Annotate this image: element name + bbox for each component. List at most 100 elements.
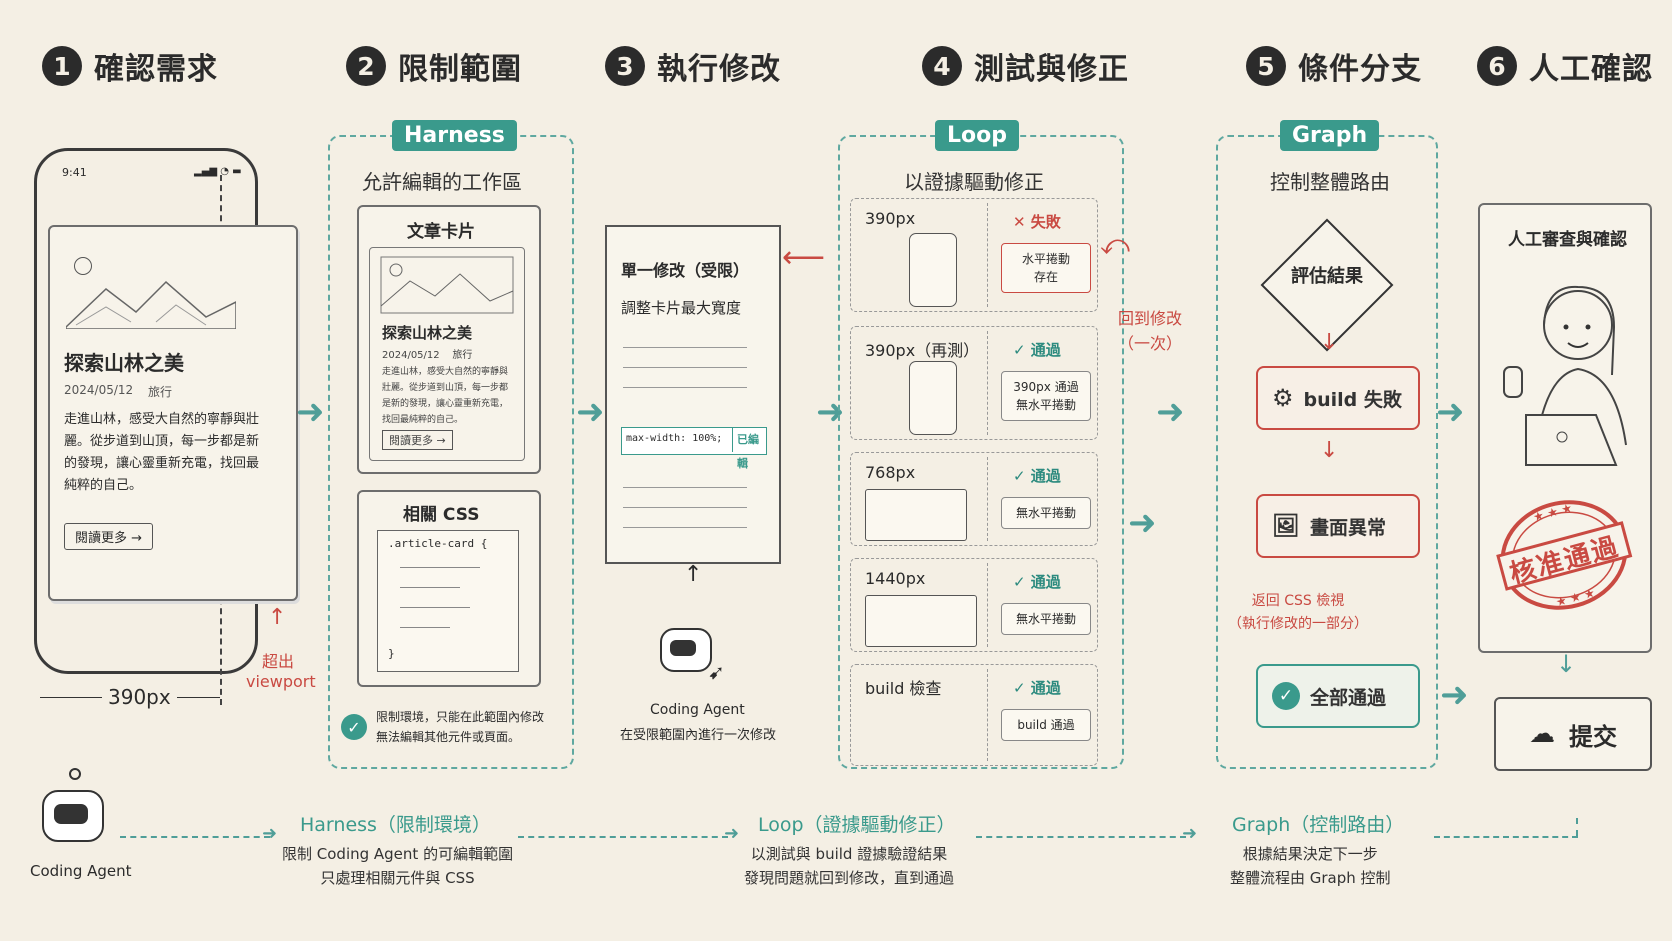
loop-row-label: 390px [865, 209, 916, 228]
loop-row: 1440px✓ 通過無水平捲動 [850, 558, 1098, 652]
loop-row: 768px✓ 通過無水平捲動 [850, 452, 1098, 546]
legend-loop-title: Loop（證據驅動修正） [758, 814, 956, 836]
down-arrow-icon: ↓ [1556, 650, 1577, 678]
legend-end-line [1576, 818, 1578, 836]
width-label: 390px [102, 685, 177, 709]
decision-label: 評估結果 [1291, 266, 1363, 287]
mini-card-meta: 2024/05/12 旅行 [382, 350, 473, 361]
loop-tag: Loop [935, 120, 1019, 151]
robot-face [54, 804, 88, 824]
flow-arrow-icon: ➜ [1440, 675, 1469, 715]
article-body: 走進山林，感受大自然的寧靜與壯麗。從步道到山頂，每一步都是新的發現，讓心靈重新充… [64, 412, 260, 493]
check-circle-icon: ✓ [1272, 682, 1300, 710]
mountain-illustration [66, 280, 236, 329]
doc-line [623, 387, 747, 388]
step-number: 4 [922, 46, 962, 86]
loop-row-label: build 檢查 [865, 679, 942, 698]
legend-arrow-icon: ➜ [724, 823, 740, 844]
loop-row-detail: 水平捲動 存在 [1001, 243, 1091, 293]
edit-document: 單一修改（受限） 調整卡片最大寬度 max-width: 100%; 已編輯 [605, 225, 781, 564]
loop-row-divider [987, 563, 988, 647]
legend-harness-title: Harness（限制環境） [300, 814, 491, 836]
robot-antenna [69, 768, 81, 780]
article-category: 旅行 [148, 385, 173, 399]
down-arrow-icon: ↓ [1320, 330, 1339, 355]
bottom-agent-label: Coding Agent [30, 862, 132, 880]
phone-preview-icon [909, 361, 957, 435]
loop-row-divider [987, 203, 988, 307]
all-pass-box: ✓ 全部通過 [1256, 664, 1420, 728]
step-number: 2 [346, 46, 386, 86]
css-panel: 相關 CSS .article-card { } [357, 490, 541, 687]
gear-icon: ⚙ [1272, 384, 1294, 412]
pass-status: ✓ 通過 [1013, 467, 1061, 485]
doc-line [623, 367, 747, 368]
up-arrow-icon: ↑ [684, 562, 703, 587]
screen-preview-icon [865, 489, 967, 541]
legend-dashed-line [518, 836, 728, 838]
graph-subtitle: 控制整體路由 [1270, 170, 1390, 194]
step-number: 3 [605, 46, 645, 86]
fail-status: ✕ 失敗 [1013, 213, 1061, 231]
image-icon: 🖼 [1272, 513, 1300, 539]
legend-harness-text: 限制 Coding Agent 的可編輯範圍 只處理相關元件與 CSS [282, 845, 514, 887]
overflow-label: 超出 [262, 652, 295, 671]
submit-button[interactable]: ☁ 提交 [1494, 697, 1652, 771]
doc-title: 單一修改（受限） [621, 261, 750, 280]
approval-stamp: ★ ★ ★ ★ ★ ★ [1496, 500, 1633, 610]
harness-tag: Harness [392, 120, 517, 151]
pass-status: ✓ 通過 [1013, 341, 1061, 359]
robot-icon [42, 790, 104, 842]
build-fail-label: build 失敗 [1303, 388, 1402, 411]
visual-issue-label: 畫面異常 [1309, 516, 1386, 539]
mini-read-more-button[interactable]: 閱讀更多 → [382, 430, 453, 450]
loop-row-label: 1440px [865, 569, 926, 588]
legend-dashed-line [120, 836, 270, 838]
legend-graph-title: Graph（控制路由） [1232, 814, 1405, 836]
mini-card-body: 走進山林，感受大自然的寧靜與壯麗。從步道到山頂，每一步都是新的發現，讓心靈重新充… [382, 367, 509, 425]
submit-label: 提交 [1569, 722, 1617, 751]
doc-line [623, 527, 747, 528]
step-label: 條件分支 [1298, 52, 1422, 87]
back-to-edit-label: 回到修改 （一次） [1118, 309, 1183, 353]
step-2: 2 限制範圍 [346, 44, 522, 88]
robot-face [670, 640, 696, 656]
css-panel-title: 相關 CSS [403, 505, 480, 525]
loop-row-detail: 無水平捲動 [1001, 603, 1091, 635]
cursor-icon: ➹ [708, 660, 725, 684]
code-edit-field[interactable]: max-width: 100%; 已編輯 [621, 427, 767, 470]
step-4: 4 測試與修正 [922, 44, 1129, 88]
mountain-illustration [380, 256, 514, 314]
loop-row-detail: 390px 通過 無水平捲動 [1001, 371, 1091, 421]
mini-card-title: 探索山林之美 [382, 324, 473, 342]
retry-arrow-icon: ⤺ [1100, 228, 1130, 261]
doc-line [623, 487, 747, 488]
legend-loop-text: 以測試與 build 證據驗證結果 發現問題就回到修改，直到通過 [744, 845, 955, 887]
css-code-open: .article-card { [388, 537, 488, 550]
legend-graph-text: 根據結果決定下一步 整體流程由 Graph 控制 [1230, 845, 1391, 887]
agent-desc: 在受限範圍內進行一次修改 [620, 728, 777, 743]
harness-subtitle: 允許編輯的工作區 [362, 170, 522, 194]
article-card-panel: 文章卡片 探索山林之美 2024/05/12 旅行 走進山林，感受大自然的寧靜與… [357, 205, 541, 474]
robot-icon [660, 628, 712, 672]
step-label: 確認需求 [94, 52, 218, 87]
code-line [400, 567, 480, 568]
doc-subtitle: 調整卡片最大寬度 [621, 299, 742, 317]
edited-badge: 已編輯 [732, 428, 766, 470]
loop-row-divider [987, 457, 988, 541]
phone-article-card: 探索山林之美 2024/05/12 旅行 走進山林，感受大自然的寧靜與壯麗。從步… [48, 225, 298, 601]
check-circle-icon: ✓ [341, 714, 367, 740]
read-more-button[interactable]: 閱讀更多 → [64, 523, 154, 550]
all-pass-label: 全部通過 [1310, 686, 1387, 709]
sun-icon [74, 257, 92, 275]
down-arrow-icon: ↓ [1320, 438, 1339, 463]
flow-arrow-icon: ➜ [296, 392, 325, 432]
loop-subtitle: 以證據驅動修正 [904, 170, 1044, 194]
step-5: 5 條件分支 [1246, 44, 1422, 88]
step-1: 1 確認需求 [42, 44, 218, 88]
card-panel-title: 文章卡片 [407, 222, 475, 242]
review-title: 人工審查與確認 [1508, 230, 1627, 250]
step-label: 人工確認 [1529, 52, 1653, 87]
flow-arrow-icon: ➜ [1436, 392, 1465, 432]
